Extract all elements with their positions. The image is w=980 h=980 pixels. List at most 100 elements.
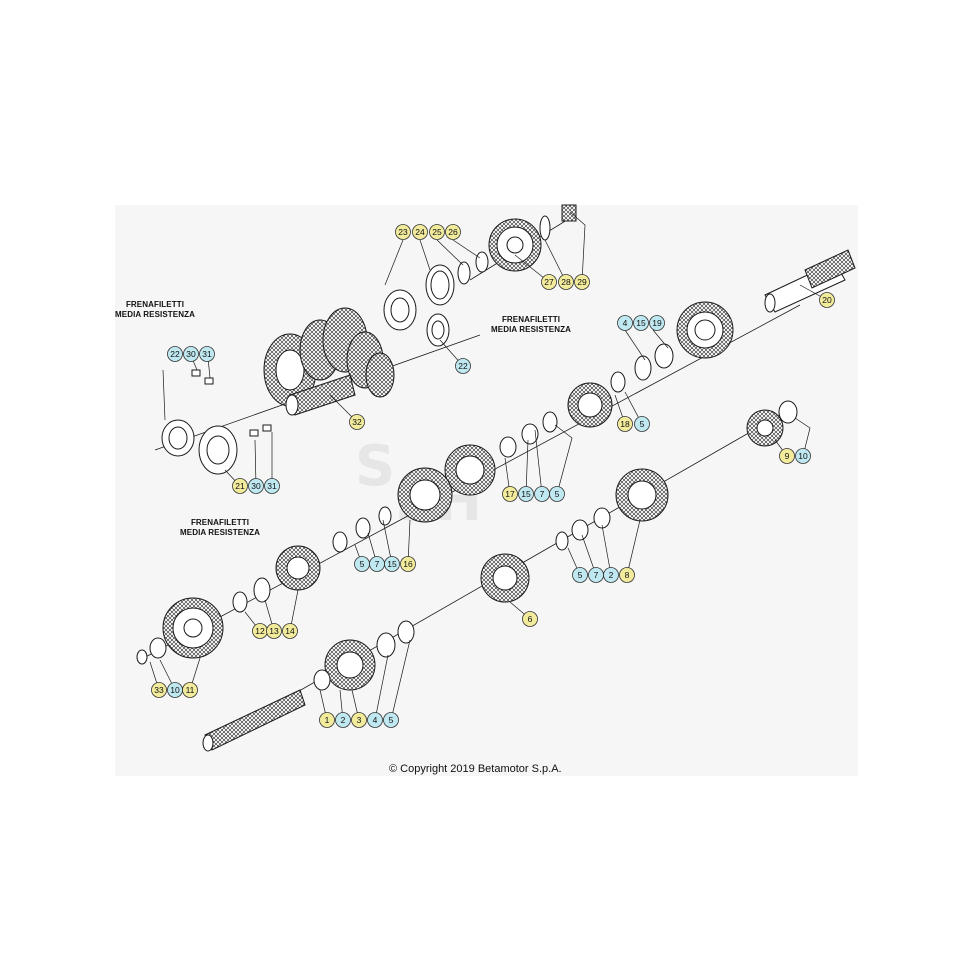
callout-24: 24 <box>412 224 428 240</box>
callout-number: 31 <box>267 481 277 491</box>
callout-circle <box>412 224 428 240</box>
note-line: FRENAFILETTI <box>125 300 185 309</box>
callout-19: 19 <box>649 315 665 331</box>
callout-5: 5 <box>549 486 565 502</box>
callout-circle <box>574 274 590 290</box>
callout-number: 13 <box>269 626 279 636</box>
callout-circle <box>502 486 518 502</box>
callout-number: 9 <box>785 451 790 461</box>
callout-2: 2 <box>335 712 351 728</box>
callout-5: 5 <box>354 556 370 572</box>
callout-5: 5 <box>383 712 399 728</box>
callout-7: 7 <box>369 556 385 572</box>
callout-18: 18 <box>617 416 633 432</box>
callout-circle <box>558 274 574 290</box>
callout-number: 22 <box>458 361 468 371</box>
callout-circle <box>603 567 619 583</box>
callout-circle <box>383 712 399 728</box>
callout-number: 2 <box>341 715 346 725</box>
callout-number: 15 <box>387 559 397 569</box>
note-threadlocker-1: FRENAFILETTI MEDIA RESISTENZA <box>115 300 195 320</box>
callout-5: 5 <box>572 567 588 583</box>
callout-11: 11 <box>182 682 198 698</box>
callout-number: 10 <box>170 685 180 695</box>
callout-circle <box>634 416 650 432</box>
output-shaft <box>764 249 856 313</box>
svg-text:S: S <box>355 434 395 499</box>
callout-15: 15 <box>384 556 400 572</box>
callout-2: 2 <box>603 567 619 583</box>
callout-number: 26 <box>448 227 458 237</box>
callout-circle <box>319 712 335 728</box>
callout-number: 20 <box>822 295 832 305</box>
callout-12: 12 <box>252 623 268 639</box>
gearbox-assembly <box>263 307 395 416</box>
callout-circle <box>349 414 365 430</box>
callout-circle <box>518 486 534 502</box>
callout-circle <box>151 682 167 698</box>
callout-7: 7 <box>534 486 550 502</box>
callout-number: 28 <box>561 277 571 287</box>
upper-shaft-gears <box>136 301 734 665</box>
callout-number: 5 <box>640 419 645 429</box>
callout-31: 31 <box>264 478 280 494</box>
callout-1: 1 <box>319 712 335 728</box>
callout-7: 7 <box>588 567 604 583</box>
callout-number: 29 <box>577 277 587 287</box>
callout-number: 18 <box>620 419 630 429</box>
callout-number: 15 <box>636 318 646 328</box>
callout-6: 6 <box>522 611 538 627</box>
copyright-text: © Copyright 2019 Betamotor S.p.A. <box>389 763 562 775</box>
callout-number: 11 <box>186 685 195 695</box>
note-line: FRENAFILETTI <box>501 315 561 324</box>
callout-number: 7 <box>540 489 545 499</box>
note-line: FRENAFILETTI <box>190 518 250 527</box>
callout-circle <box>429 224 445 240</box>
callout-5: 5 <box>634 416 650 432</box>
callout-circle <box>617 416 633 432</box>
callout-circle <box>248 478 264 494</box>
callout-20: 20 <box>819 292 835 308</box>
callout-circle <box>445 224 461 240</box>
callout-number: 32 <box>352 417 362 427</box>
callout-number: 3 <box>357 715 362 725</box>
callout-16: 16 <box>400 556 416 572</box>
callout-circle <box>335 712 351 728</box>
callout-15: 15 <box>518 486 534 502</box>
callout-number: 7 <box>375 559 380 569</box>
note-line: MEDIA RESISTENZA <box>115 310 195 319</box>
callout-circle <box>266 623 282 639</box>
callout-number: 5 <box>360 559 365 569</box>
callout-circle <box>367 712 383 728</box>
callout-number: 23 <box>398 227 408 237</box>
callout-28: 28 <box>558 274 574 290</box>
callout-number: 5 <box>389 715 394 725</box>
callout-27: 27 <box>541 274 557 290</box>
callout-circle <box>282 623 298 639</box>
callout-33: 33 <box>151 682 167 698</box>
callout-circle <box>779 448 795 464</box>
callout-23: 23 <box>395 224 411 240</box>
callout-circle <box>167 346 183 362</box>
callout-number: 2 <box>609 570 614 580</box>
callout-number: 16 <box>403 559 413 569</box>
note-threadlocker-3: FRENAFILETTI MEDIA RESISTENZA <box>180 518 260 538</box>
callout-circle <box>182 682 198 698</box>
callout-number: 8 <box>625 570 630 580</box>
callout-number: 6 <box>528 614 533 624</box>
callout-circle <box>795 448 811 464</box>
callout-circle <box>400 556 416 572</box>
callout-13: 13 <box>266 623 282 639</box>
left-bearings <box>161 369 272 475</box>
callout-circle <box>633 315 649 331</box>
callout-10: 10 <box>795 448 811 464</box>
callout-circle <box>351 712 367 728</box>
callout-22: 22 <box>455 358 471 374</box>
callout-circle <box>199 346 215 362</box>
callout-number: 12 <box>255 626 265 636</box>
callout-29: 29 <box>574 274 590 290</box>
callout-number: 4 <box>373 715 378 725</box>
callout-10: 10 <box>167 682 183 698</box>
callout-number: 5 <box>555 489 560 499</box>
